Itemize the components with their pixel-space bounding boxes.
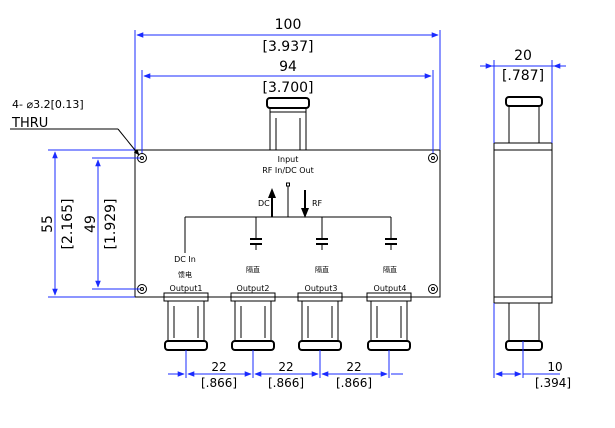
- dim-20-inch: [.787]: [502, 68, 544, 84]
- input-connector: [266, 97, 310, 151]
- mounting-hole-bottom-right: [428, 284, 438, 294]
- dim-49-inch: [1.929]: [103, 198, 119, 249]
- dim-100-inch: [3.937]: [262, 39, 313, 55]
- dim-22-inch-2: [.866]: [268, 376, 304, 390]
- output-connector-3: [298, 300, 342, 351]
- dim-20-mm: 20: [514, 48, 532, 64]
- dc-in-label: DC In: [174, 255, 196, 264]
- front-view: Input RF In/DC Out: [134, 97, 441, 351]
- side-view: [493, 96, 553, 351]
- output2-label: Output2: [237, 284, 270, 293]
- dim-22-mm-2: 22: [278, 360, 293, 374]
- dim-22-mm-3: 22: [346, 360, 361, 374]
- input-label: Input: [278, 155, 299, 164]
- output-connector-4: [367, 300, 411, 351]
- dc-label: DC: [258, 199, 270, 208]
- dim-22-inch-3: [.866]: [336, 376, 372, 390]
- dim-22-mm-1: 22: [211, 360, 226, 374]
- block-cn-label-2: 隔直: [246, 265, 260, 274]
- dim-55-inch: [2.165]: [60, 198, 76, 249]
- block-cn-label-3: 隔直: [315, 265, 329, 274]
- dc-in-cn-label: 馈电: [178, 270, 192, 279]
- output4-label: Output4: [374, 284, 407, 293]
- mounting-hole-top-right: [428, 153, 438, 163]
- dim-94-mm: 94: [279, 59, 297, 75]
- dim-100-mm: 100: [275, 17, 302, 33]
- side-housing: [493, 149, 553, 298]
- dim-10-mm: 10: [547, 360, 562, 374]
- dimension-lines: [10, 30, 566, 378]
- output-connector-1: [164, 300, 208, 351]
- rf-label: RF: [312, 199, 323, 208]
- block-cn-label-4: 隔直: [383, 265, 397, 274]
- rf-in-dc-out-label: RF In/DC Out: [262, 166, 314, 175]
- dim-10-inch: [.394]: [535, 376, 571, 390]
- hole-spec: 4- ⌀3.2[0.13]: [12, 98, 84, 111]
- output-connector-2: [231, 300, 275, 351]
- dim-55-mm: 55: [40, 215, 56, 233]
- output3-label: Output3: [305, 284, 338, 293]
- splitter-schematic: [184, 182, 397, 253]
- hole-thru: THRU: [11, 116, 48, 131]
- dimension-text: 100 [3.937] 94 [3.700] 55 [2.165] 49 [1.…: [11, 17, 571, 390]
- output1-label: Output1: [170, 284, 203, 293]
- dim-94-inch: [3.700]: [262, 80, 313, 96]
- dim-22-inch-1: [.866]: [201, 376, 237, 390]
- dim-49-mm: 49: [83, 215, 99, 233]
- output-connectors: [164, 300, 411, 351]
